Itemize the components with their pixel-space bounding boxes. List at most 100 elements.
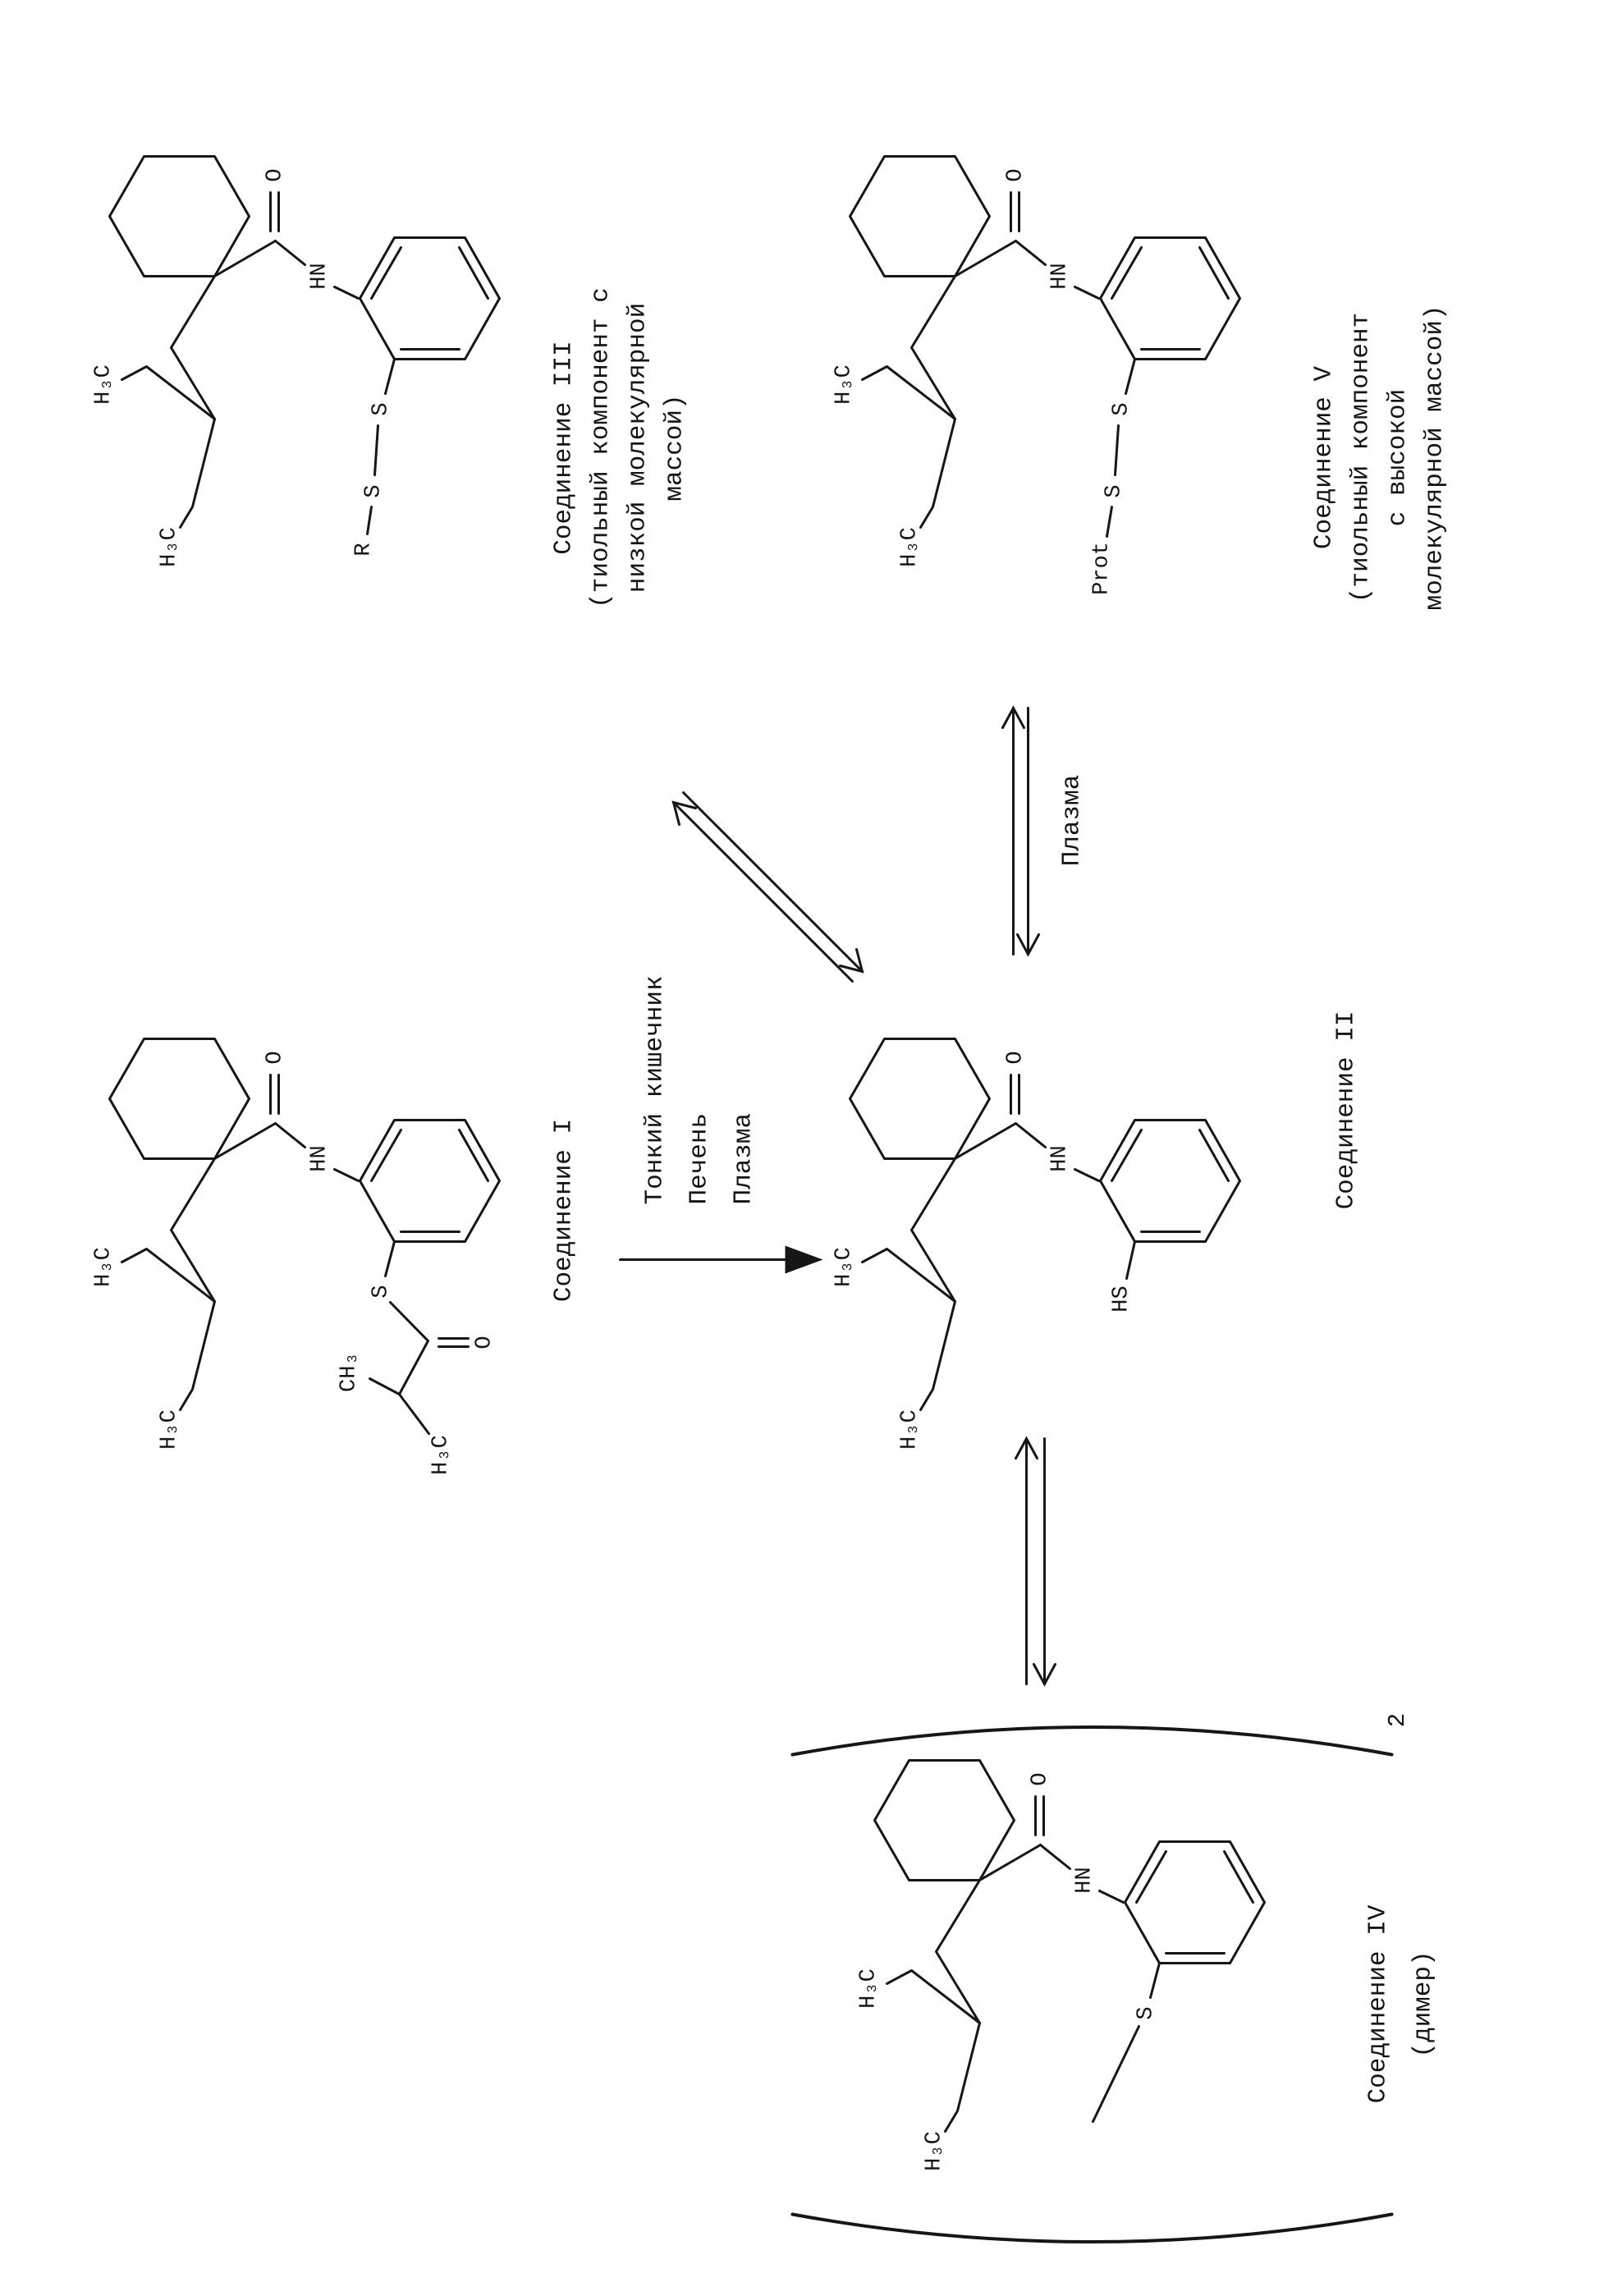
- bond: [332, 1167, 360, 1182]
- compound-i-structure: O HN H₃C H₃C S O CH₃ H₃C: [91, 1037, 501, 1475]
- sulfur-label: S: [369, 1285, 393, 1298]
- arrow-head: [838, 947, 864, 974]
- compound-iv-structure: O HN H₃C H₃C S: [856, 1758, 1266, 2171]
- amide-nh-label: HN: [307, 263, 332, 289]
- bond: [383, 357, 396, 395]
- ethyl-branch: [860, 1247, 956, 1303]
- amide-nh-label: HN: [1047, 263, 1072, 289]
- carbonyl-double-bond: [1009, 1073, 1020, 1115]
- dangling-disulfide-bond: [1091, 2024, 1140, 2123]
- arrow-head: [785, 1245, 822, 1273]
- equilibrium-arrow-ii-iii: [671, 791, 864, 983]
- cyclohexane-ring: [108, 154, 250, 277]
- cyclohexane-ring: [848, 154, 991, 277]
- ethyl-branch: [885, 1968, 981, 2024]
- arrow-head: [671, 800, 697, 826]
- bond: [273, 239, 306, 266]
- oxygen-label: O: [263, 168, 287, 181]
- close-paren: [790, 1725, 1393, 1756]
- methyl-label: H₃C: [91, 364, 116, 405]
- sulfur-label: S: [369, 402, 393, 415]
- bond: [397, 1392, 430, 1435]
- methyl-label: H₃C: [91, 1247, 116, 1287]
- methyl-label: H₃C: [897, 527, 922, 567]
- arrow-head: [1015, 933, 1040, 957]
- methyl-label: H₃C: [428, 1435, 453, 1475]
- bond: [273, 1121, 306, 1148]
- oxygen-label: O: [1003, 168, 1028, 181]
- compound-v-structure: O HN H₃C H₃C S S Prot: [832, 154, 1241, 594]
- bond: [332, 285, 360, 300]
- arrow-line: [681, 791, 864, 973]
- ethyl-branch: [120, 1247, 216, 1303]
- bond: [213, 1121, 277, 1160]
- amide-nh-label: HN: [307, 1145, 332, 1171]
- bond: [1014, 1121, 1047, 1148]
- bond: [953, 1121, 1017, 1160]
- arrow-head: [1032, 1662, 1056, 1687]
- compound-iii-structure: O HN H₃C H₃C S S R: [91, 154, 501, 567]
- oxygen-label: O: [472, 1336, 497, 1349]
- r-group-label: R: [351, 543, 376, 556]
- bond: [1097, 1889, 1125, 1904]
- oxygen-label: O: [263, 1051, 287, 1064]
- arrow-head: [1001, 704, 1025, 729]
- disulfide-bond: [373, 424, 379, 476]
- bond: [1073, 1167, 1100, 1182]
- conversion-arrow: [618, 1245, 822, 1273]
- bond: [953, 239, 1017, 277]
- bond: [1148, 1961, 1161, 1999]
- compound-v-bonds: [848, 154, 1241, 538]
- ethyl-branch: [860, 364, 956, 420]
- amide-nh-label: HN: [1047, 1145, 1072, 1171]
- sulfur-label: S: [1134, 2006, 1158, 2019]
- bond: [213, 239, 277, 277]
- carbonyl-double-bond: [1033, 1794, 1045, 1836]
- cyclohexane-ring: [873, 1758, 1015, 1881]
- ethyl-branch: [919, 1299, 956, 1411]
- compound-ii-bonds: [848, 1037, 1241, 1411]
- plasma-equilibrium-label: Плазма: [1057, 774, 1086, 866]
- dimer-subscript: 2: [1384, 1712, 1411, 1726]
- benzene-inner-double-bonds: [369, 245, 489, 351]
- bond: [1073, 285, 1100, 300]
- equilibrium-arrow-ii-v: [1001, 704, 1040, 957]
- benzene-inner-double-bonds: [1110, 1128, 1230, 1233]
- thioester-carbonyl-double-bond: [437, 1336, 470, 1348]
- compound-ii-structure: O HN H₃C H₃C HS: [832, 1037, 1241, 1449]
- sulfur-label: S: [1102, 484, 1126, 497]
- alkyl-chain: [169, 1157, 216, 1303]
- oxygen-label: O: [1003, 1051, 1028, 1064]
- bond: [978, 1843, 1042, 1881]
- methyl-label: H₃C: [856, 1968, 881, 2009]
- methyl-label: H₃C: [157, 1409, 181, 1450]
- carbonyl-double-bond: [1009, 190, 1020, 232]
- conversion-arrow-label: Тонкий кишечник Печень Плазма: [633, 975, 766, 1204]
- benzene-inner-double-bonds: [1110, 245, 1230, 351]
- benzene-inner-double-bonds: [1134, 1849, 1254, 1955]
- compound-iii-bonds: [108, 154, 501, 535]
- methyl-label: H₃C: [922, 2131, 946, 2171]
- bond: [368, 1377, 401, 1395]
- alkyl-chain: [934, 1878, 981, 2024]
- carbonyl-double-bond: [268, 1073, 280, 1115]
- ethyl-branch: [178, 417, 216, 529]
- open-paren: [790, 2212, 1393, 2243]
- ethyl-branch: [919, 417, 956, 529]
- ethyl-branch: [120, 364, 216, 420]
- methyl-label: H₃C: [157, 527, 181, 567]
- bond: [365, 505, 373, 535]
- sulfur-label: S: [361, 484, 386, 497]
- bond: [397, 1339, 429, 1395]
- alkyl-chain: [909, 1157, 956, 1303]
- bond: [1105, 505, 1113, 538]
- conversion-arrow-label-line: Тонкий кишечник: [640, 974, 669, 1204]
- bond: [1038, 1843, 1071, 1870]
- disulfide-bond: [1113, 424, 1120, 476]
- alkyl-chain: [169, 274, 216, 420]
- bond: [1124, 357, 1136, 395]
- ethyl-branch: [178, 1299, 216, 1411]
